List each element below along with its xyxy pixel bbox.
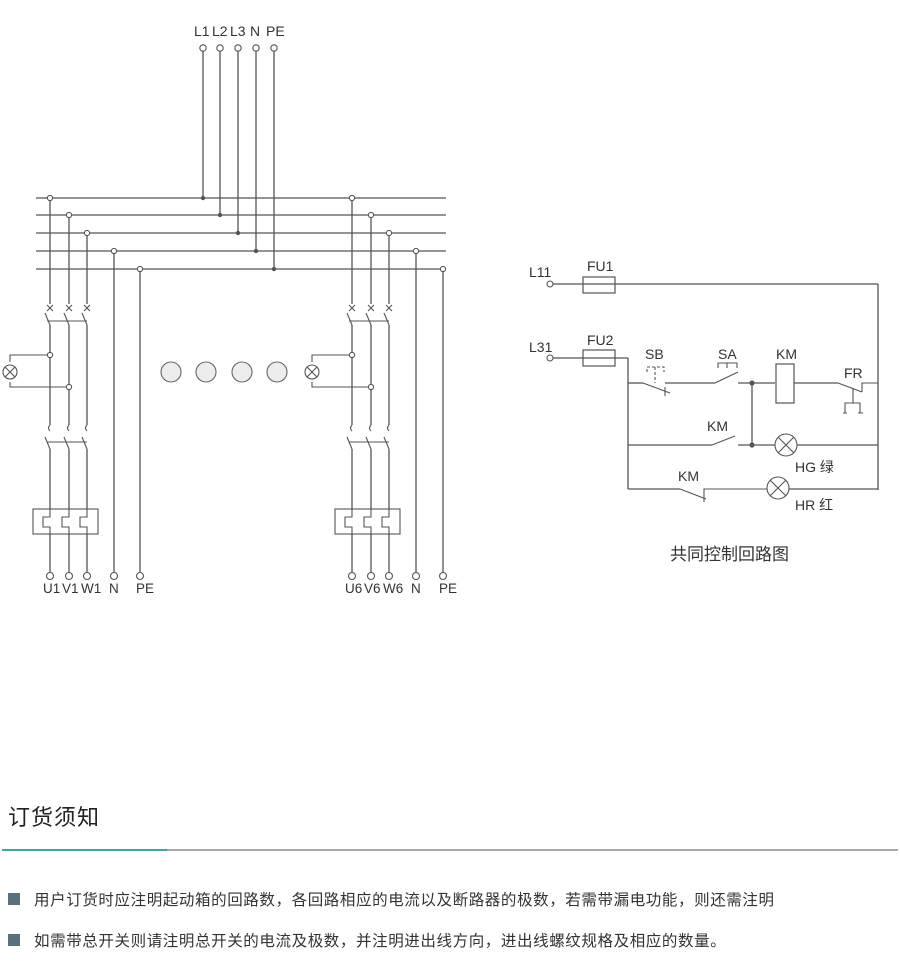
fuse-label-fu1: FU1 xyxy=(587,258,614,274)
incoming-feeders xyxy=(199,44,278,272)
supply-terminal-l2 xyxy=(216,44,224,52)
ordering-note-text: 如需带总开关则请注明总开关的电流及极数，并注明进出线方向，进出线螺纹规格及相应的… xyxy=(34,932,727,950)
supply-label-l1: L1 xyxy=(194,23,210,39)
ordering-notes: 用户订货时应注明起动箱的回路数，各回路相应的电流以及断路器的极数，若需带漏电功能… xyxy=(8,886,900,968)
input-terminal-l11 xyxy=(546,280,554,288)
supply-terminal-l3 xyxy=(234,44,242,52)
fuse-fu1 xyxy=(582,276,616,294)
left-output-pe: PE xyxy=(136,581,154,596)
input-label-l11: L11 xyxy=(529,264,552,280)
input-terminal-l31 xyxy=(546,354,554,362)
thermal-relay-label: FR xyxy=(844,365,863,381)
square-bullet-icon xyxy=(8,934,20,946)
left-output-u1: U1 xyxy=(43,581,60,596)
contactor-coil-km xyxy=(775,363,795,404)
red-lamp-label: HR 红 xyxy=(795,497,833,513)
repeat-indicators xyxy=(160,361,288,383)
electrical-schematic: L1 L2 L3 N PE xyxy=(2,23,879,596)
supply-label-l3: L3 xyxy=(230,23,246,39)
green-lamp-hg-icon xyxy=(774,433,798,457)
left-feeder-circuit: U1 V1 W1 N PE xyxy=(2,194,154,596)
selector-switch-sa xyxy=(714,362,775,384)
left-output-n: N xyxy=(109,581,119,596)
ordering-note-text: 用户订货时应注明起动箱的回路数，各回路相应的电流以及断路器的极数，若需带漏电功能… xyxy=(34,891,775,909)
supply-label-pe: PE xyxy=(266,23,285,39)
supply-terminal-l1 xyxy=(199,44,207,52)
red-lamp-hr-icon xyxy=(766,476,790,500)
right-output-pe: PE xyxy=(439,581,457,596)
left-indicator-lamp-icon xyxy=(2,364,18,380)
right-thermal-relay xyxy=(334,508,401,535)
contactor-contacts xyxy=(44,424,88,450)
section-divider xyxy=(2,849,898,851)
square-bullet-icon xyxy=(8,893,20,905)
supply-labels: L1 L2 L3 N PE xyxy=(194,23,285,39)
nc-contact-label: KM xyxy=(678,468,699,484)
input-label-l31: L31 xyxy=(529,339,553,355)
contactor-coil-label: KM xyxy=(776,346,797,362)
right-output-n: N xyxy=(411,581,421,596)
right-indicator-lamp-icon xyxy=(304,364,320,380)
ordering-note: 如需带总开关则请注明总开关的电流及极数，并注明进出线方向，进出线螺纹规格及相应的… xyxy=(8,927,900,953)
control-circuit: L11 L31 FU1 FU2 SB SA KM FR KM KM HG 绿 H… xyxy=(529,258,879,564)
repeat-dot xyxy=(160,361,182,383)
selector-switch-label: SA xyxy=(718,346,737,362)
breaker-contacts xyxy=(44,304,91,326)
no-contact-label: KM xyxy=(707,418,728,434)
left-output-w1: W1 xyxy=(81,581,101,596)
repeat-dot xyxy=(266,361,288,383)
left-output-v1: V1 xyxy=(62,581,79,596)
right-feeder-circuit: U6 V6 W6 N PE xyxy=(304,194,457,596)
thermal-relay-fr xyxy=(837,382,878,414)
left-thermal-relay xyxy=(32,508,99,535)
stop-button-label: SB xyxy=(645,346,664,362)
right-output-w6: W6 xyxy=(383,581,403,596)
ordering-note: 用户订货时应注明起动箱的回路数，各回路相应的电流以及断路器的极数，若需带漏电功能… xyxy=(8,886,900,912)
right-output-u6: U6 xyxy=(345,581,362,596)
repeat-dot xyxy=(231,361,253,383)
supply-label-n: N xyxy=(250,23,260,39)
stop-button-sb xyxy=(628,366,715,396)
supply-terminal-pe xyxy=(270,44,278,52)
green-lamp-label: HG 绿 xyxy=(795,459,834,475)
supply-label-l2: L2 xyxy=(212,23,228,39)
ordering-section-title: 订货须知 xyxy=(8,806,101,831)
control-circuit-title: 共同控制回路图 xyxy=(670,545,789,564)
fuse-label-fu2: FU2 xyxy=(587,332,614,348)
section-divider-accent xyxy=(2,849,167,851)
right-output-v6: V6 xyxy=(364,581,381,596)
supply-terminal-n xyxy=(252,44,260,52)
busbars xyxy=(36,197,446,270)
repeat-dot xyxy=(195,361,217,383)
